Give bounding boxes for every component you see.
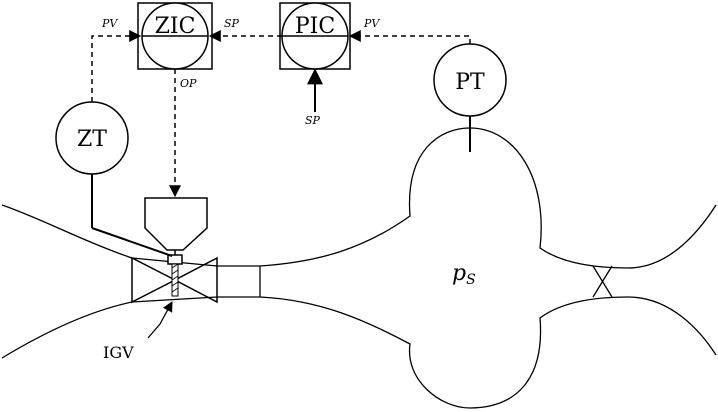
pt-transmitter: PT bbox=[433, 43, 507, 152]
pt-label: PT bbox=[455, 70, 485, 95]
pic-label: PIC bbox=[295, 14, 335, 39]
signal-labels: PV SP OP PV SP bbox=[101, 17, 380, 127]
zic-op-label: OP bbox=[180, 77, 197, 90]
pic-pv-label: PV bbox=[363, 17, 380, 30]
zic-label: ZIC bbox=[155, 14, 196, 39]
valve-actuator bbox=[144, 197, 208, 251]
pipe-upper-wall bbox=[1, 127, 717, 269]
pic-sp-label: SP bbox=[305, 114, 321, 127]
igv-pointer bbox=[147, 301, 173, 339]
zt-transmitter: ZT bbox=[55, 101, 173, 257]
signal-lines bbox=[91, 30, 471, 198]
pressure-label: pS bbox=[452, 261, 476, 288]
zt-to-zic-signal bbox=[91, 30, 142, 102]
pic-controller: PIC bbox=[279, 2, 351, 70]
outlet-cross-line-2 bbox=[592, 265, 613, 298]
pt-to-pic-signal bbox=[348, 30, 471, 44]
zic-sp-label: SP bbox=[224, 17, 240, 30]
valve-left-triangle bbox=[131, 256, 177, 304]
igv-valve bbox=[131, 250, 218, 304]
zic-controller: ZIC bbox=[137, 2, 213, 70]
valve-right-triangle bbox=[173, 256, 218, 304]
pressure-subscript: S bbox=[466, 272, 476, 288]
zt-label: ZT bbox=[77, 127, 107, 152]
igv-label: IGV bbox=[103, 343, 134, 362]
zic-pv-label: PV bbox=[101, 17, 118, 30]
